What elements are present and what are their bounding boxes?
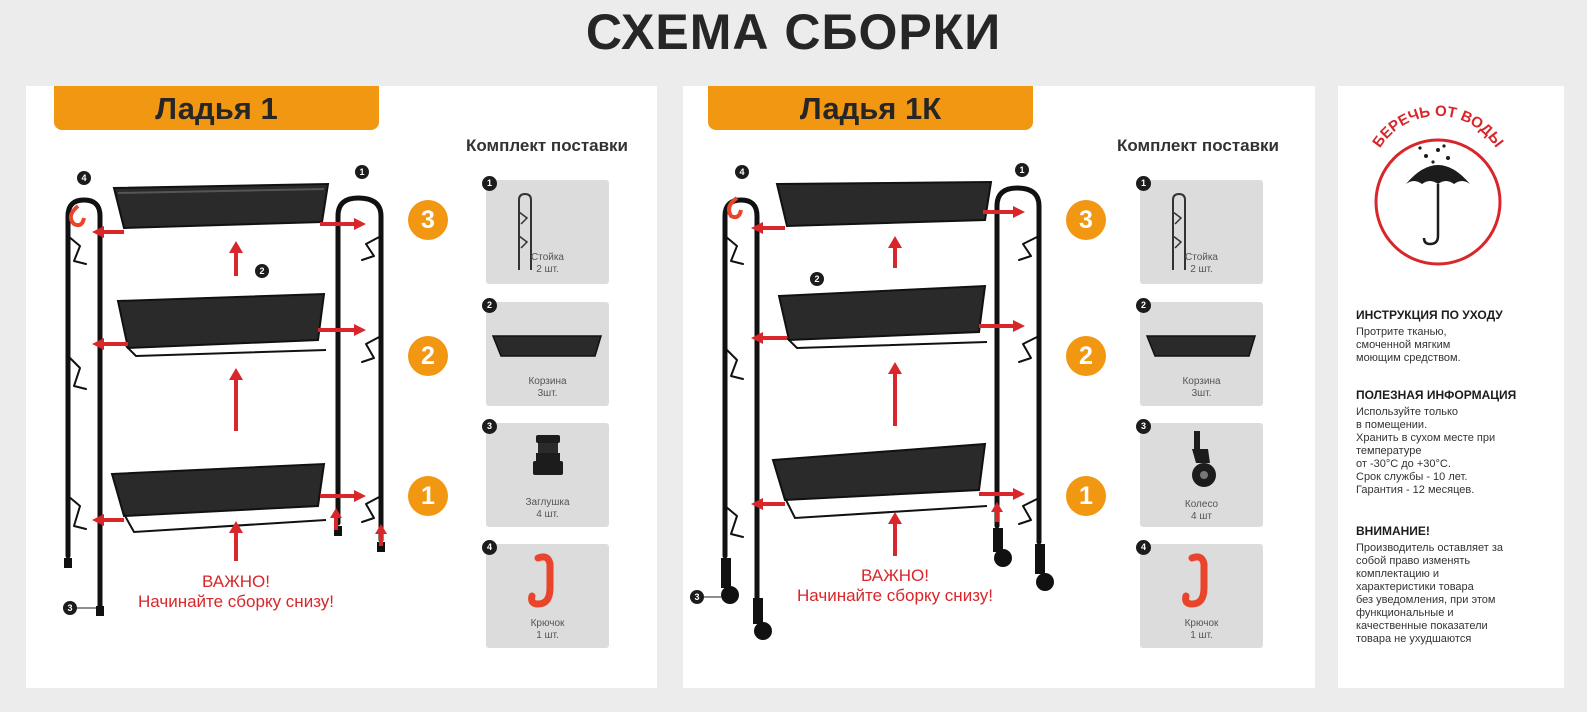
caster-wheels	[721, 528, 1054, 640]
water-badge-text: БЕРЕЧЬ ОТ ВОДЫ	[1369, 103, 1506, 151]
care-panel: БЕРЕЧЬ ОТ ВОДЫ ИНСТРУКЦИЯ ПО УХОДУ Протр…	[1338, 86, 1564, 688]
warning-text: Начинайте сборку снизу!	[796, 586, 994, 605]
model-name-tab: Ладья 1К	[708, 86, 1033, 130]
step-number-3: 3	[1066, 200, 1106, 240]
part-name: Колесо	[1184, 499, 1219, 510]
part-number: 1	[1136, 176, 1151, 191]
hook-part	[68, 204, 86, 228]
kit-part-card: 2 Корзина 3шт.	[482, 298, 609, 406]
callout-label: 4	[739, 167, 744, 177]
kit-part-card: 1 Стойка 2 шт.	[482, 176, 609, 284]
assembly-arrows	[751, 206, 1025, 556]
callout-label: 2	[814, 274, 819, 284]
part-number: 3	[1136, 419, 1151, 434]
part-name: Стойка	[1185, 252, 1218, 263]
mesh-basket-top	[112, 182, 330, 230]
diagram-callouts	[63, 165, 369, 615]
step-number-1: 1	[1066, 476, 1106, 516]
part-qty: 4 шт	[1191, 511, 1212, 522]
part-qty: 2 шт.	[536, 264, 559, 275]
foot-caps	[64, 526, 385, 616]
model-name-tab: Ладья 1	[54, 86, 379, 130]
keep-dry-icon: БЕРЕЧЬ ОТ ВОДЫ	[1369, 103, 1507, 266]
part-name: Корзина	[528, 376, 567, 387]
page-title: СХЕМА СБОРКИ	[585, 4, 1002, 60]
notice-title: ВНИМАНИЕ!	[1356, 524, 1430, 538]
hook-part	[727, 196, 743, 220]
part-number: 4	[482, 540, 497, 555]
rack-frame-left	[65, 195, 384, 611]
care-title: ИНСТРУКЦИЯ ПО УХОДУ	[1356, 308, 1503, 322]
callout-label: 2	[259, 266, 264, 276]
mesh-basket-bottom	[771, 442, 988, 520]
kit-title: Комплект поставки	[465, 136, 629, 155]
assembly-diagram: 4 1 2 3	[63, 165, 387, 616]
rack-frame-right	[722, 185, 1042, 601]
warning-title: ВАЖНО!	[860, 566, 930, 585]
part-number: 1	[482, 176, 497, 191]
part-number: 4	[1136, 540, 1151, 555]
mesh-basket-icon	[491, 335, 603, 357]
rain-drops-icon	[1418, 144, 1450, 164]
assembly-warning: ВАЖНО! Начинайте сборку снизу!	[775, 566, 1015, 606]
caster-wheel-icon	[1192, 431, 1216, 487]
part-number: 3	[482, 419, 497, 434]
assembly-warning: ВАЖНО! Начинайте сборку снизу!	[116, 572, 356, 612]
model-panel-1: Ладья 1	[26, 86, 657, 688]
mesh-basket-icon	[1145, 335, 1257, 357]
step-number-2: 2	[408, 336, 448, 376]
callout-label: 1	[359, 167, 364, 177]
part-name: Крючок	[1184, 618, 1219, 629]
kit-part-card: 2 Корзина 3шт.	[1136, 298, 1263, 406]
callout-label: 3	[67, 603, 72, 613]
part-qty: 1 шт.	[1190, 630, 1213, 641]
mesh-basket-middle	[777, 284, 988, 350]
step-number-1: 1	[408, 476, 448, 516]
mesh-basket-middle	[116, 292, 327, 358]
kit-part-card: 3 Колесо 4 шт	[1136, 419, 1263, 527]
kit-part-card: 1 Стойка 2 шт.	[1136, 176, 1263, 284]
rack-post-icon	[1172, 192, 1186, 270]
hook-icon	[1182, 553, 1208, 608]
keep-dry-ring	[1374, 138, 1502, 266]
part-qty: 3шт.	[1191, 388, 1212, 399]
warning-text: Начинайте сборку снизу!	[137, 592, 335, 611]
model-panel-1k: Ладья 1К	[683, 86, 1315, 688]
step-number-3: 3	[408, 200, 448, 240]
part-qty: 2 шт.	[1190, 264, 1213, 275]
part-number: 2	[482, 298, 497, 313]
part-name: Крючок	[530, 618, 565, 629]
assembly-diagram: 4 1 2 3	[690, 163, 1054, 640]
callout-label: 3	[694, 592, 699, 602]
rack-post-icon	[518, 192, 532, 270]
callout-label: 4	[81, 173, 86, 183]
info-title: ПОЛЕЗНАЯ ИНФОРМАЦИЯ	[1356, 388, 1517, 402]
part-name: Заглушка	[525, 497, 570, 508]
callout-label: 1	[1019, 165, 1024, 175]
part-qty: 4 шт.	[536, 509, 559, 520]
kit-part-card: 4 Крючок 1 шт.	[482, 540, 609, 648]
warning-title: ВАЖНО!	[201, 572, 271, 591]
umbrella-icon	[1406, 165, 1470, 246]
foot-cap-icon	[533, 435, 563, 475]
step-number-2: 2	[1066, 336, 1106, 376]
diagram-callouts	[690, 163, 1029, 604]
part-qty: 1 шт.	[536, 630, 559, 641]
mesh-basket-top	[775, 180, 993, 228]
kit-title: Комплект поставки	[1116, 136, 1280, 155]
hook-icon	[528, 553, 554, 608]
part-name: Стойка	[531, 252, 564, 263]
part-number: 2	[1136, 298, 1151, 313]
kit-part-card: 4 Крючок 1 шт.	[1136, 540, 1263, 648]
mesh-basket-bottom	[110, 462, 327, 534]
kit-part-card: 3 Заглушка 4 шт.	[482, 419, 609, 527]
part-name: Корзина	[1182, 376, 1221, 387]
assembly-arrows	[92, 218, 387, 561]
part-qty: 3шт.	[537, 388, 558, 399]
